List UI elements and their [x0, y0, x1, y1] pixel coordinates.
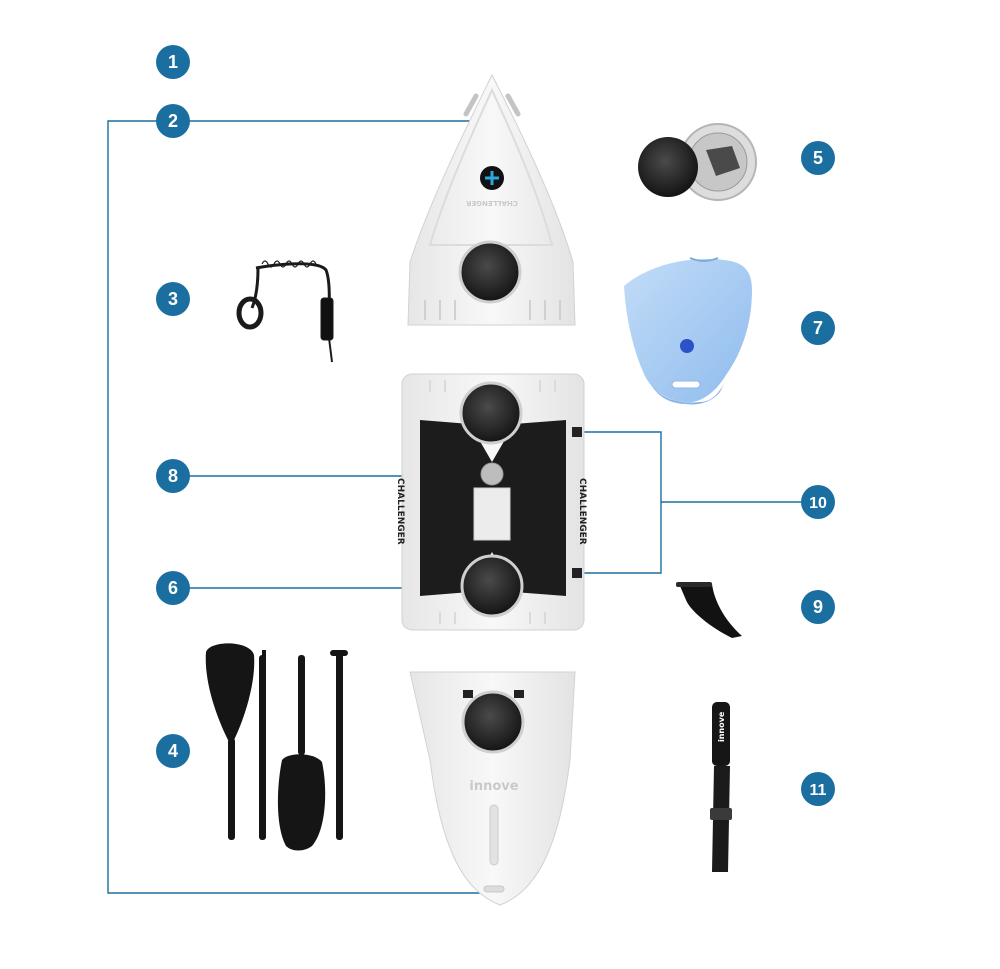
stern-hatch	[461, 690, 525, 754]
callout-10: 10	[801, 485, 835, 519]
leash	[236, 260, 334, 363]
callout-3-label: 3	[168, 289, 178, 309]
bow-brand-text: CHALLENGER	[465, 199, 518, 207]
center-hatch-rear	[460, 554, 524, 618]
stern-section: innove	[409, 671, 576, 906]
callout-4-label: 4	[168, 741, 178, 761]
callout-1-label: 1	[168, 52, 178, 72]
callout-7-label: 7	[813, 318, 823, 338]
callout-8: 8	[156, 459, 190, 493]
callout-7: 7	[801, 311, 835, 345]
seat	[624, 257, 752, 405]
ankle-strap: innove	[710, 702, 732, 872]
clip-lower	[572, 568, 582, 578]
center-valve	[480, 462, 504, 486]
callout-9-label: 9	[813, 597, 823, 617]
strap-brand: innove	[717, 711, 726, 742]
callout-10-label: 10	[809, 495, 827, 512]
bow-section: CHALLENGER	[407, 73, 576, 326]
callout-2: 2	[156, 104, 190, 138]
leader-line-2	[107, 120, 500, 894]
callout-4: 4	[156, 734, 190, 768]
callout-2-label: 2	[168, 111, 178, 131]
callout-5-label: 5	[813, 148, 823, 168]
paddle-set	[205, 643, 348, 851]
callout-3: 3	[156, 282, 190, 316]
leader-lines	[107, 120, 818, 894]
callout-8-label: 8	[168, 466, 178, 486]
center-brand-left: CHALLENGER	[395, 478, 405, 545]
callout-6-label: 6	[168, 578, 178, 598]
stern-brand: innove	[469, 779, 518, 794]
callout-badges: 1 2 3 4 5 6 7 8 9 10 11	[156, 45, 835, 806]
callout-5: 5	[801, 141, 835, 175]
center-hatch-front	[459, 381, 523, 445]
center-brand-right: CHALLENGER	[577, 478, 587, 545]
fin	[676, 582, 742, 638]
center-section: CHALLENGER CHALLENGER	[395, 373, 587, 631]
clip-upper	[572, 427, 582, 437]
callout-11: 11	[801, 772, 835, 806]
callout-1: 1	[156, 45, 190, 79]
callout-6: 6	[156, 571, 190, 605]
hatch-lid	[638, 123, 757, 201]
callout-9: 9	[801, 590, 835, 624]
leader-line-10	[578, 431, 818, 574]
bow-hatch	[458, 240, 522, 304]
callout-11-label: 11	[810, 782, 827, 799]
